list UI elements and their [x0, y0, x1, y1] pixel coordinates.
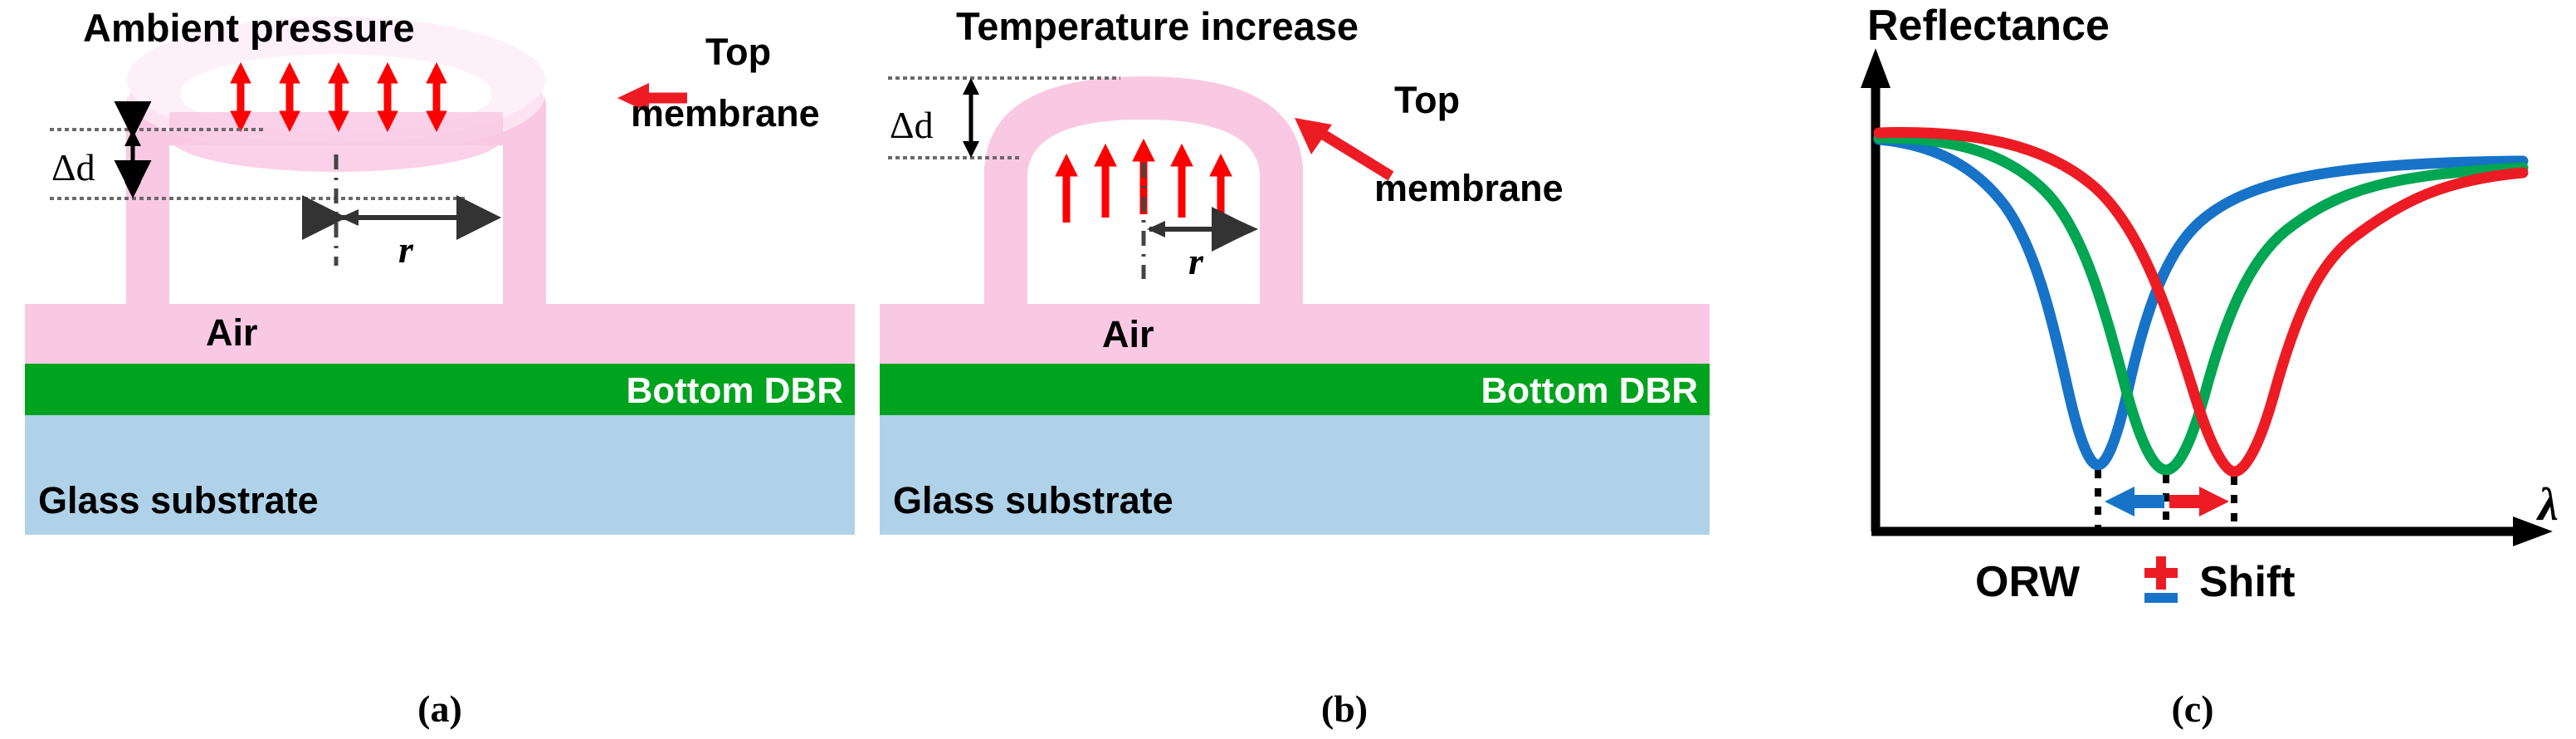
glass-substrate-layer	[880, 415, 1710, 535]
y-axis-label: Reflectance	[1867, 2, 2110, 50]
y-axis-arrowhead-icon	[1861, 48, 1891, 88]
thermal-arrow-group	[1055, 138, 1232, 223]
radius-arrowhead-left	[1147, 221, 1165, 237]
panel-c-graphic: Reflectance λ	[1809, 0, 2576, 739]
panel-c: Reflectance λ	[1809, 0, 2576, 739]
panel-a-caption: (a)	[417, 688, 462, 730]
top-membrane-pointer-icon	[617, 83, 687, 113]
delta-d-arrowhead-down	[124, 182, 141, 198]
air-label: Air	[1102, 313, 1154, 355]
delta-d-label: Δd	[51, 146, 95, 188]
reflectance-curve-green	[1873, 132, 2529, 476]
delta-d-label: Δd	[890, 104, 934, 146]
pressure-arrow	[426, 61, 447, 133]
top-membrane-label-line1: Top	[705, 31, 771, 73]
thermal-arrow	[1170, 143, 1193, 218]
panel-c-caption: (c)	[2171, 688, 2214, 730]
membrane-left-pillar	[984, 166, 1027, 307]
panel-b-graphic: Δd r Air Temperature increase Top membra…	[880, 0, 1809, 739]
membrane-right-pillar	[1260, 166, 1303, 307]
top-membrane-label-line2: membrane	[1374, 167, 1564, 209]
plusminus-icon	[2144, 556, 2178, 603]
radius-arrowhead-right	[483, 209, 501, 226]
radius-label: r	[1188, 240, 1204, 282]
top-membrane-pointer-icon	[1295, 118, 1394, 181]
radius-arrowhead-right	[1240, 221, 1258, 237]
panel-b-heading: Temperature increase	[956, 4, 1359, 48]
radius-arrowhead-left	[340, 209, 359, 226]
delta-d-arrowhead-up	[124, 130, 141, 146]
orw-label: ORW	[1975, 558, 2081, 606]
shift-label: Shift	[2199, 558, 2295, 606]
panel-b: Δd r Air Temperature increase Top membra…	[880, 0, 1809, 739]
glass-substrate-layer	[25, 415, 855, 535]
bottom-dbr-layer	[880, 364, 1710, 415]
x-axis-arrowhead-icon	[2513, 516, 2553, 546]
membrane-base-slab	[25, 304, 855, 364]
panel-a: Δd r Air Ambient pressure Top membrane B…	[0, 0, 880, 739]
panel-a-graphic: Δd r Air Ambient pressure Top membrane B…	[0, 0, 880, 739]
glass-substrate-label: Glass substrate	[38, 479, 319, 521]
reflectance-curve-red	[1873, 127, 2529, 477]
bottom-dbr-label: Bottom DBR	[626, 370, 843, 411]
pressure-arrow	[279, 61, 300, 133]
pressure-arrow	[328, 61, 349, 133]
pressure-arrow	[230, 61, 251, 133]
bottom-dbr-label: Bottom DBR	[1481, 370, 1698, 411]
thermal-arrow	[1094, 143, 1117, 218]
delta-d-arrowhead-down	[963, 141, 979, 158]
glass-substrate-label: Glass substrate	[893, 479, 1173, 521]
top-membrane-label-line1: Top	[1394, 79, 1460, 121]
red-shift-arrow	[2169, 487, 2229, 516]
bottom-dbr-layer	[25, 364, 855, 415]
panel-b-caption: (b)	[1320, 688, 1368, 730]
top-membrane-label-line2: membrane	[631, 92, 820, 135]
air-label: Air	[206, 311, 258, 354]
pressure-arrow-group	[230, 61, 447, 133]
reflectance-curve-blue	[1873, 134, 2529, 471]
panel-a-heading: Ambient pressure	[83, 6, 415, 50]
blue-shift-arrow	[2105, 487, 2164, 516]
cavity-ellipse-shadow	[169, 112, 503, 172]
x-axis-label: λ	[2536, 479, 2559, 531]
thermal-arrow	[1055, 153, 1078, 223]
membrane-base-slab	[880, 304, 1710, 364]
pressure-arrow	[377, 61, 398, 133]
radius-label: r	[398, 228, 414, 271]
delta-d-arrowhead-up	[963, 78, 979, 95]
